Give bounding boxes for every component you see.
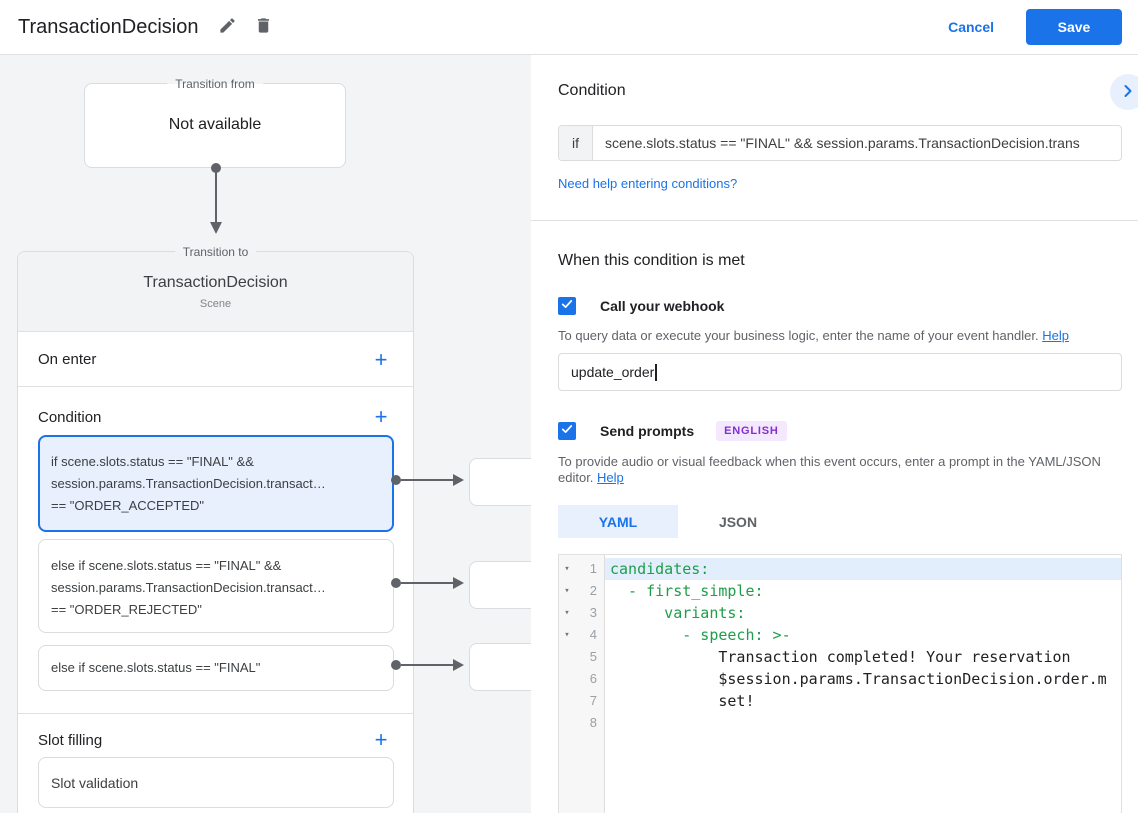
plus-icon: + [374,404,388,429]
transition-to-legend: Transition to [174,244,257,260]
line-number: 6 [589,671,597,686]
condition-item-selected[interactable]: if scene.slots.status == "FINAL" && sess… [38,435,394,532]
checkmark-icon [560,422,574,441]
panel-condition-title: Condition [558,82,626,99]
when-met-title: When this condition is met [558,252,745,269]
line-number: 7 [589,693,597,708]
transition-from-value: Not available [168,116,262,133]
transition-target-node[interactable] [469,458,531,506]
plus-icon: + [374,727,388,752]
tab-yaml[interactable]: YAML [558,505,678,538]
send-prompts-label: Send prompts [600,423,695,439]
flow-arrow-down-icon [210,163,222,234]
line-number: 1 [589,561,597,576]
code-line: $session.params.TransactionDecision.orde… [610,670,1107,688]
code-line: - first_simple: [610,582,764,600]
editor-gutter: ▾ 1 ▾ 2 ▾ 3 ▾ 4 5 [559,555,605,813]
pencil-icon [218,16,237,38]
trash-icon [254,16,273,38]
on-enter-row: On enter + [18,333,413,387]
fold-toggle-icon[interactable]: ▾ [564,630,570,640]
line-number: 2 [589,583,597,598]
add-slot-button[interactable]: + [369,728,393,752]
conditions-help-link[interactable]: Need help entering conditions? [558,176,738,191]
tab-json[interactable]: JSON [678,505,798,538]
call-webhook-checkbox[interactable] [558,297,576,315]
slot-filling-section-header: Slot filling + [38,724,393,756]
prompts-help-link[interactable]: Help [597,470,624,485]
add-on-enter-button[interactable]: + [369,348,393,372]
panel-divider [531,220,1138,221]
code-line: Transaction completed! Your reservation [610,648,1071,666]
transition-to-card: Transition to TransactionDecision Scene … [17,244,414,813]
edit-scene-button[interactable] [214,14,240,40]
scene-name: TransactionDecision [143,274,288,291]
condition-expression-field: if scene.slots.status == "FINAL" && sess… [558,125,1122,161]
on-enter-label: On enter [38,351,97,368]
code-line: candidates: [605,558,1121,580]
scene-card-header: TransactionDecision Scene [18,252,413,332]
section-divider [18,713,413,714]
cancel-button[interactable]: Cancel [948,19,994,35]
prompt-format-tabs: YAML JSON [558,505,1122,538]
webhook-help-link[interactable]: Help [1042,328,1069,343]
slot-filling-label: Slot filling [38,731,103,749]
condition-item[interactable]: else if scene.slots.status == "FINAL" [38,645,394,691]
condition-section-header: Condition + [38,401,393,433]
plus-icon: + [374,346,388,372]
code-line: set! [610,692,755,710]
webhook-name-input[interactable]: update_order [558,353,1122,391]
prompts-helper-text: To provide audio or visual feedback when… [558,454,1101,485]
code-line: - speech: >- [610,626,791,644]
code-line: variants: [610,604,746,622]
add-condition-button[interactable]: + [369,405,393,429]
transition-target-node[interactable] [469,643,531,691]
line-number: 3 [589,605,597,620]
scene-type-label: Scene [199,298,232,310]
webhook-helper-text: To query data or execute your business l… [558,328,1069,343]
chevron-right-icon [1118,81,1138,104]
webhook-name-value: update_order [571,364,655,380]
condition-item[interactable]: else if scene.slots.status == "FINAL" &&… [38,539,394,633]
line-number: 4 [589,627,597,642]
page-title: TransactionDecision [18,15,199,38]
editor-code-area[interactable]: candidates: - first_simple: variants: - … [605,555,1121,813]
condition-expression-input[interactable]: scene.slots.status == "FINAL" && session… [605,135,1080,151]
line-number: 5 [589,649,597,664]
transition-target-node[interactable] [469,561,531,609]
code-line [605,712,1121,734]
yaml-code-editor[interactable]: ▾ 1 ▾ 2 ▾ 3 ▾ 4 5 [558,554,1122,813]
transition-from-box: Transition from Not available [84,76,346,168]
text-caret [655,363,657,381]
call-webhook-label: Call your webhook [600,298,725,314]
fold-toggle-icon[interactable]: ▾ [564,564,570,574]
checkmark-icon [560,297,574,316]
if-prefix-label: if [559,126,593,160]
scene-graph-canvas: Transition from Not available Transition… [0,55,531,813]
connector-arrow-icon [391,577,464,589]
language-badge: ENGLISH [716,421,787,441]
send-prompts-checkbox[interactable] [558,422,576,440]
connector-arrow-icon [391,474,464,486]
condition-editor-panel: Condition if scene.slots.status == "FINA… [531,55,1138,813]
fold-toggle-icon[interactable]: ▾ [564,608,570,618]
save-button[interactable]: Save [1026,9,1122,45]
line-number: 8 [589,715,597,730]
top-bar: TransactionDecision Cancel Save [0,0,1138,55]
slot-validation-item[interactable]: Slot validation [38,757,394,808]
transition-from-legend: Transition from [167,76,263,92]
condition-section-label: Condition [38,408,102,426]
fold-toggle-icon[interactable]: ▾ [564,586,570,596]
collapse-panel-button[interactable] [1110,74,1138,110]
connector-arrow-icon [391,659,464,671]
delete-scene-button[interactable] [250,14,276,40]
